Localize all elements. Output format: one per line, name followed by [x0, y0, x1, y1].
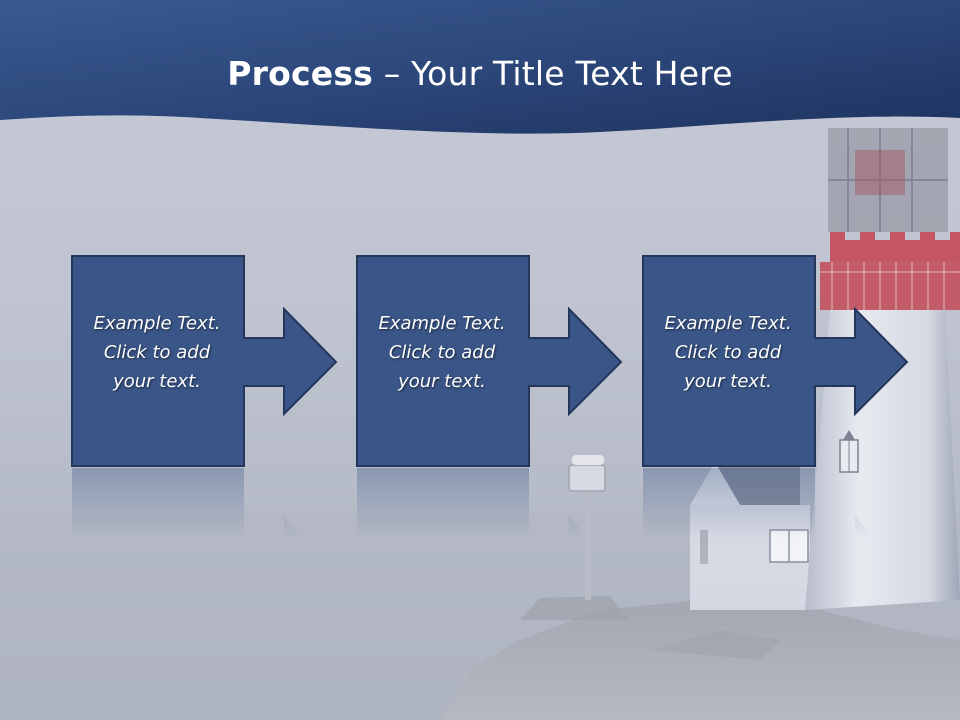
step-2-text[interactable]: Example Text. Click to add your text. — [378, 313, 506, 392]
process-step-3[interactable]: Example Text. Click to add your text. — [642, 255, 922, 467]
step-arrow — [642, 255, 909, 467]
step-2-reflection — [356, 468, 636, 538]
step-arrow — [356, 255, 623, 467]
slide-title[interactable]: Process – Your Title Text Here — [0, 52, 960, 96]
step-1-reflection — [71, 468, 351, 538]
process-step-2[interactable]: Example Text. Click to add your text. — [356, 255, 636, 467]
step-1-text[interactable]: Example Text. Click to add your text. — [93, 313, 221, 392]
step-3-reflection — [642, 468, 922, 538]
title-rest: – Your Title Text Here — [373, 54, 733, 93]
step-3-text[interactable]: Example Text. Click to add your text. — [664, 313, 792, 392]
step-arrow — [71, 255, 338, 467]
process-step-1[interactable]: Example Text. Click to add your text. — [71, 255, 351, 467]
title-bold-word: Process — [227, 54, 374, 93]
